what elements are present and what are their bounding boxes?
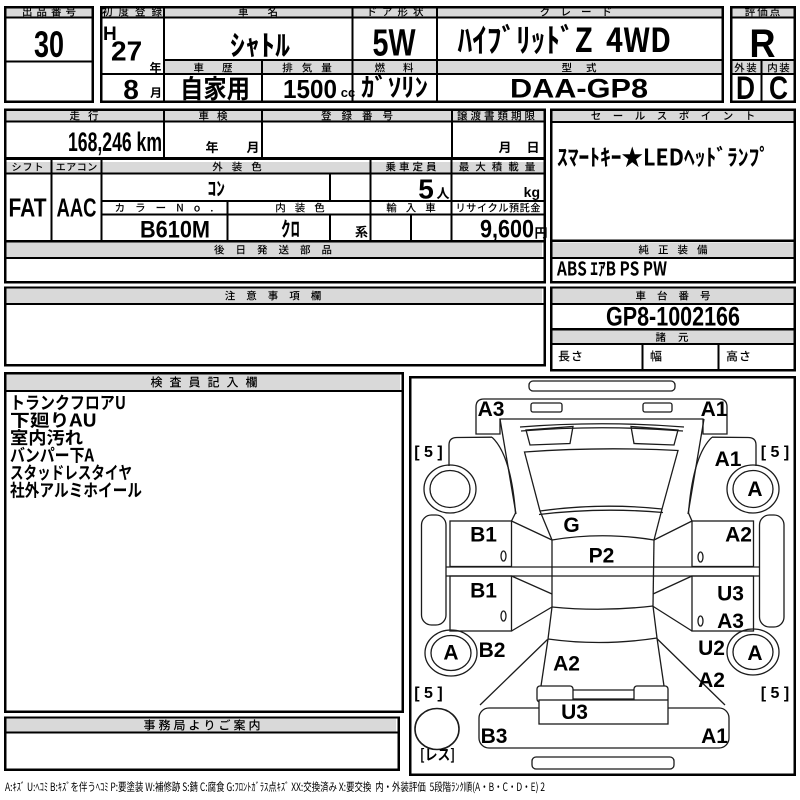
svg-text:A1: A1 — [701, 398, 728, 421]
svg-text:B610M: B610M — [140, 217, 210, 244]
svg-text:B2: B2 — [479, 639, 506, 662]
svg-text:1500: 1500 — [283, 74, 337, 104]
svg-text:A1: A1 — [701, 725, 728, 748]
svg-text:A: A — [443, 642, 458, 665]
svg-text:27: 27 — [111, 36, 142, 67]
svg-text:A3: A3 — [717, 610, 744, 633]
svg-text:AAC: AAC — [57, 193, 97, 223]
svg-text:D: D — [736, 70, 755, 106]
svg-text:5: 5 — [418, 174, 434, 205]
svg-text:A2: A2 — [553, 653, 580, 676]
svg-text:GP8-1002166: GP8-1002166 — [606, 302, 740, 332]
svg-text:R: R — [750, 22, 776, 66]
svg-text:kg: kg — [524, 184, 540, 200]
svg-text:B1: B1 — [470, 580, 497, 603]
svg-text:A: A — [747, 642, 762, 665]
svg-text:H: H — [103, 24, 117, 45]
svg-text:A2: A2 — [698, 669, 725, 692]
svg-text:A: A — [747, 478, 762, 501]
svg-text:[ 5 ]: [ 5 ] — [414, 685, 442, 702]
svg-text:DAA-GP8: DAA-GP8 — [510, 74, 648, 104]
svg-text:A3: A3 — [478, 398, 505, 421]
svg-text:B3: B3 — [481, 725, 508, 748]
svg-text:168,246 km: 168,246 km — [68, 127, 162, 157]
svg-text:9,600: 9,600 — [480, 216, 534, 244]
svg-text:A2: A2 — [725, 524, 752, 547]
svg-text:[ 5 ]: [ 5 ] — [761, 685, 789, 702]
svg-text:[ 5 ]: [ 5 ] — [414, 444, 442, 461]
svg-text:30: 30 — [34, 24, 64, 65]
svg-text:5W: 5W — [373, 23, 416, 65]
svg-text:G: G — [563, 514, 579, 537]
svg-text:8: 8 — [123, 74, 139, 105]
svg-text:FAT: FAT — [9, 193, 47, 223]
svg-text:U3: U3 — [561, 701, 588, 724]
svg-text:P2: P2 — [589, 545, 615, 568]
svg-text:C: C — [769, 70, 788, 106]
svg-text:B1: B1 — [470, 524, 497, 547]
svg-text:A1: A1 — [715, 448, 742, 471]
svg-text:[ 5 ]: [ 5 ] — [761, 444, 789, 461]
svg-text:U3: U3 — [717, 583, 744, 606]
svg-text:U2: U2 — [698, 637, 725, 660]
